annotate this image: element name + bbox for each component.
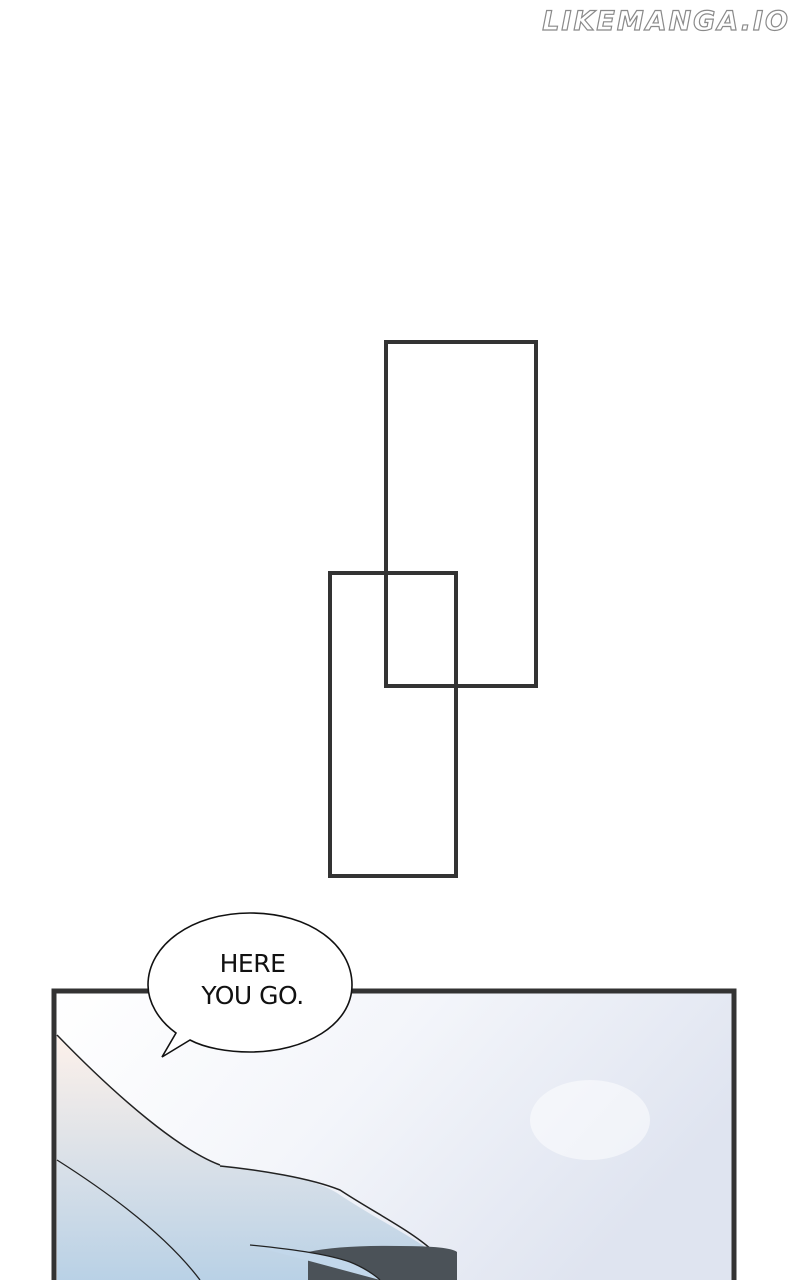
cup [308,1245,457,1280]
speech-bubble-text: HERE YOU GO. [150,948,355,1012]
decorative-frame-upper [384,340,538,688]
speech-bubble [147,912,353,1058]
speech-line-1: HERE [219,949,286,978]
speech-line-2: YOU GO. [201,981,304,1010]
decorative-frame-lower [328,571,458,878]
thumb [249,1244,381,1280]
watermark-logo: LIKEMANGA.IO [542,5,790,37]
arm [57,1035,430,1280]
glow [530,1080,650,1160]
